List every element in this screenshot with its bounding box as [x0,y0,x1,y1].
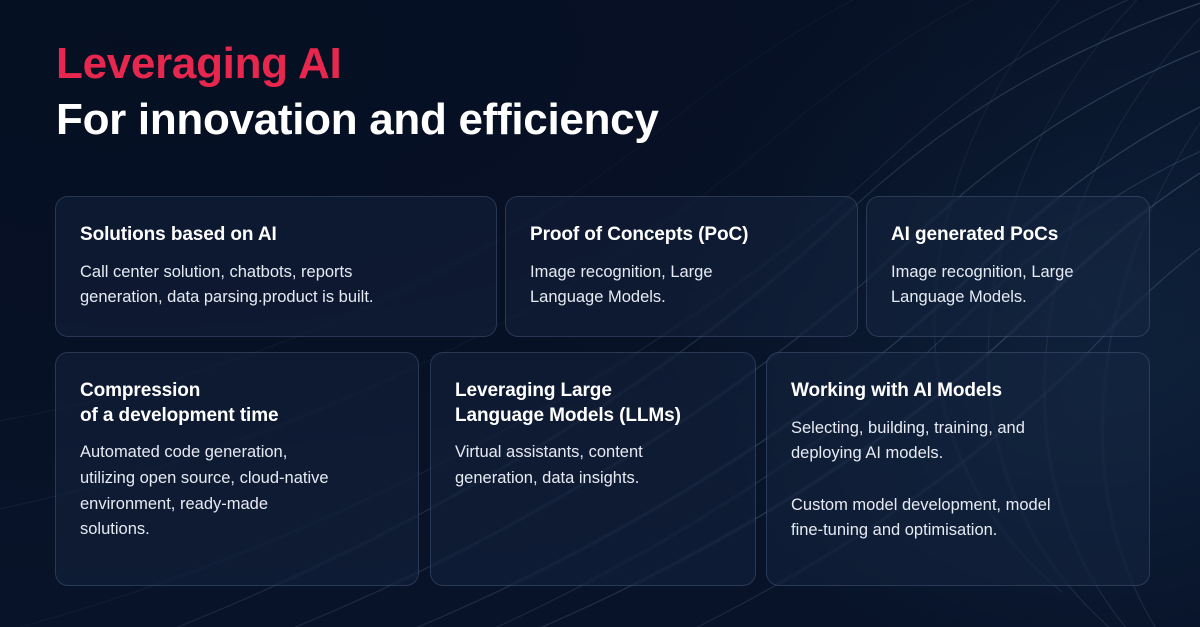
card-title: AI generated PoCs [891,224,1059,245]
card-inner: Working with AI Models Selecting, buildi… [767,353,1149,566]
card-inner: Proof of Concepts (PoC) Image recognitio… [506,197,857,333]
card-body-text: Selecting, building, training, and deplo… [791,418,1025,463]
feature-card-proof-of-concepts[interactable]: Proof of Concepts (PoC) Image recognitio… [505,196,858,337]
card-body-text: Automated code generation, utilizing ope… [80,443,329,539]
card-inner: AI generated PoCs Image recognition, Lar… [867,197,1149,333]
feature-card-working-with-ai-models[interactable]: Working with AI Models Selecting, buildi… [766,352,1150,586]
card-title: Compression of a development time [80,380,279,426]
card-inner: Leveraging Large Language Models (LLMs) … [431,353,755,514]
feature-card-compression-of-development-time[interactable]: Compression of a development time Automa… [55,352,419,586]
card-title: Leveraging Large Language Models (LLMs) [455,380,681,426]
card-title: Proof of Concepts (PoC) [530,224,749,245]
feature-card-ai-generated-pocs[interactable]: AI generated PoCs Image recognition, Lar… [866,196,1150,337]
page-title: For innovation and efficiency [56,94,659,144]
card-title: Working with AI Models [791,380,1003,401]
card-body-text: Virtual assistants, content generation, … [455,443,643,487]
feature-card-leveraging-llms[interactable]: Leveraging Large Language Models (LLMs) … [430,352,756,586]
card-body-text: Call center solution, chatbots, reports … [80,262,374,307]
feature-card-solutions-based-on-ai[interactable]: Solutions based on AI Call center soluti… [55,196,497,337]
slide-header: Leveraging AI For innovation and efficie… [56,38,659,146]
page-title-accent: Leveraging AI [56,39,342,88]
card-body-text: Image recognition, Large Language Models… [891,262,1074,307]
card-title: Solutions based on AI [80,224,277,245]
card-body-text: Image recognition, Large Language Models… [530,262,713,307]
card-body-text-secondary: Custom model development, model fine-tun… [791,495,1051,540]
card-inner: Compression of a development time Automa… [56,353,418,565]
card-inner: Solutions based on AI Call center soluti… [56,197,496,333]
